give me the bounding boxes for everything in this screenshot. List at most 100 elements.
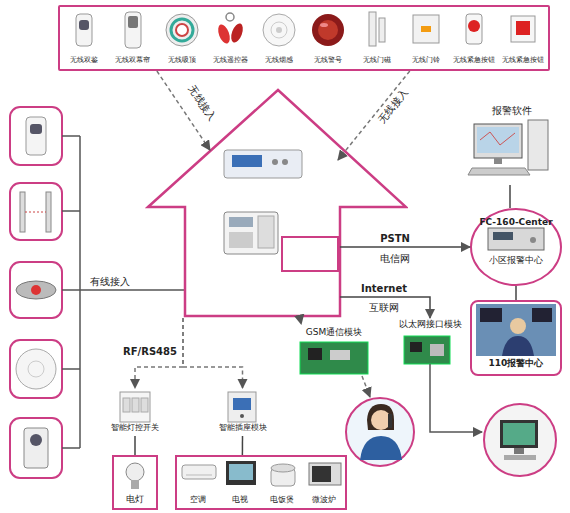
lamp-icon xyxy=(131,480,139,489)
appliance-item: 电视 xyxy=(220,457,260,509)
gsm-module-board xyxy=(300,342,368,374)
monitor-computer-circle xyxy=(484,404,556,476)
wired-sensor-frame xyxy=(10,340,62,398)
socket-module-icon xyxy=(228,392,256,422)
keypad-panel xyxy=(229,232,253,248)
ethernet-module-board xyxy=(404,336,450,364)
wired-sensor-icon xyxy=(26,117,46,155)
curtain-detector-icon xyxy=(128,16,138,28)
remote-control-icon xyxy=(216,23,232,45)
alarm-host-panel xyxy=(224,150,302,178)
wired-bus-line xyxy=(62,210,80,212)
keypad-panel xyxy=(229,217,253,227)
wired-sensor-icon xyxy=(25,212,46,213)
wireless-device: 无线双幕帘 xyxy=(109,8,157,68)
alarm-software-computer xyxy=(468,168,530,175)
wireless-device: 无线紧急按钮 xyxy=(499,8,547,68)
node-text: 110报警中心 xyxy=(460,359,570,369)
node-text: 无线双幕帘 xyxy=(97,57,169,65)
doorbell-icon xyxy=(421,26,431,32)
wired-bus-line xyxy=(62,136,185,448)
light-switch-icon xyxy=(141,398,148,412)
panic-button-icon xyxy=(516,21,530,35)
ceiling-detector-icon xyxy=(176,24,188,36)
monitor-computer-circle xyxy=(503,423,535,445)
node-text: 无线吸顶 xyxy=(146,57,218,65)
fc-center-device xyxy=(493,232,513,240)
wired-bus-line xyxy=(62,368,80,370)
socket-module-icon xyxy=(240,414,244,418)
alarm-host-panel xyxy=(232,155,262,167)
appliance-item: 微波炉 xyxy=(304,457,344,509)
wireless-device: 无线双鉴 xyxy=(60,8,108,68)
lamp-box: 电灯 xyxy=(112,455,158,510)
node-text: 智能插座模块 xyxy=(193,424,292,433)
light-switch-icon xyxy=(123,398,130,412)
police-center-photo xyxy=(502,336,534,356)
alarm-software-computer xyxy=(477,127,519,153)
connector-line xyxy=(134,436,136,455)
node-text: 空调 xyxy=(166,496,230,505)
wireless-device: 无线遥控器 xyxy=(206,8,254,68)
panic-button-icon xyxy=(466,14,482,44)
gsm-module-board xyxy=(300,342,368,374)
alarm-host-panel xyxy=(272,159,278,165)
monitor-computer-circle xyxy=(504,455,536,460)
wireless-device: 无线门铃 xyxy=(402,8,450,68)
wireless-device: 无线吸顶 xyxy=(158,8,206,68)
phone-user-circle xyxy=(367,404,394,430)
monitor-computer-circle xyxy=(484,404,556,476)
appliance-icons xyxy=(271,464,295,472)
node-text: 无线紧急按钮 xyxy=(438,57,510,65)
phone-user-circle xyxy=(388,414,392,428)
doorbell-icon xyxy=(413,15,439,43)
light-switch-icon xyxy=(120,392,150,422)
house-outline-path xyxy=(148,90,406,316)
wired-sensor-frame xyxy=(10,418,62,478)
ethernet-module: 以太网接口模块 xyxy=(396,318,464,368)
edge-label: 无线接入 xyxy=(186,83,217,122)
fc-center-device xyxy=(488,228,544,250)
wired-sensor-icon xyxy=(24,428,48,468)
remote-control-icon xyxy=(226,13,234,21)
curtain-detector-icon xyxy=(125,12,141,48)
node-text: 以太网接口模块 xyxy=(384,320,476,330)
ceiling-detector-icon xyxy=(166,14,198,46)
node-text: 无线遥控器 xyxy=(194,57,266,65)
node-text: 无线双鉴 xyxy=(48,57,120,65)
phone-user-circle xyxy=(360,436,402,460)
wireless-device-band: 无线双鉴无线双幕帘无线吸顶无线遥控器无线烟感无线警号无线门磁无线门铃无线紧急按钮… xyxy=(58,5,550,71)
lamp-icon xyxy=(126,463,144,481)
network-name-label: 电信网 xyxy=(380,253,410,264)
wired-sensor-icon xyxy=(30,124,42,134)
smoke-detector-icon xyxy=(263,14,295,46)
alarm-software: 报警软件 xyxy=(463,103,560,185)
wired-sensor-icon xyxy=(20,192,25,232)
node-text: 无线门磁 xyxy=(341,57,413,65)
police-center-photo xyxy=(532,308,552,322)
appliance-band: 空调电视电饭煲微波炉 xyxy=(175,455,347,510)
node-text: 报警软件 xyxy=(451,105,570,116)
dual-tech-detector-icon xyxy=(76,14,92,46)
wired-sensor-icon xyxy=(30,434,42,446)
ceiling-detector-icon xyxy=(171,19,193,41)
ethernet-module-board xyxy=(430,344,444,356)
smoke-detector-icon xyxy=(271,22,287,38)
appliance-item: 空调 xyxy=(178,457,218,509)
gsm-module-board xyxy=(330,350,350,360)
phone-user-circle xyxy=(346,398,414,466)
monitor-computer-circle xyxy=(514,448,524,454)
wired-sensor-icon xyxy=(16,281,56,299)
node-text: 无线紧急按钮 xyxy=(487,57,559,65)
light-switch: 智能灯控开关 xyxy=(100,388,170,436)
smoke-detector-icon xyxy=(276,27,282,33)
siren-icon xyxy=(318,20,338,40)
panic-button-icon xyxy=(468,20,480,32)
appliance-icons xyxy=(186,475,212,476)
node-text: GSM通信模块 xyxy=(281,328,387,338)
gsm-module-board xyxy=(308,348,322,360)
wired-bus-line xyxy=(62,447,80,449)
edge-label: RF/RS485 xyxy=(123,346,177,357)
